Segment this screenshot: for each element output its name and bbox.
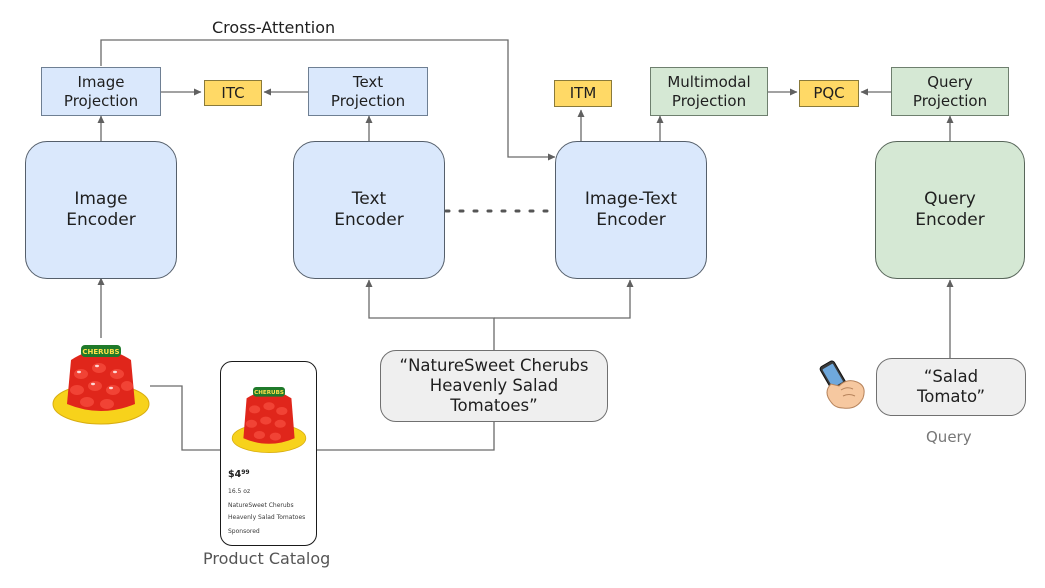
hand-phone-icon — [819, 360, 865, 409]
itm-loss: ITM — [554, 80, 612, 107]
product-text-input: “NatureSweet Cherubs Heavenly Salad Toma… — [380, 350, 608, 422]
product-price: $499 — [228, 469, 250, 480]
text-encoder: Text Encoder — [293, 141, 445, 279]
itc-loss: ITC — [204, 80, 262, 106]
cross-attention-label: Cross-Attention — [212, 18, 336, 37]
svg-text:CHERUBS: CHERUBS — [254, 390, 284, 396]
image-text-encoder: Image-Text Encoder — [555, 141, 707, 279]
card-to-text-line — [317, 422, 495, 451]
tomato-package-icon: CHERUBS — [52, 345, 150, 425]
product-to-card-line — [150, 385, 220, 451]
product-sponsored: Sponsored — [228, 528, 260, 535]
query-text-input: “Salad Tomato” — [876, 358, 1026, 416]
query-projection: Query Projection — [891, 67, 1009, 116]
pqc-loss: PQC — [799, 80, 859, 107]
image-encoder: Image Encoder — [25, 141, 177, 279]
product-size: 16.5 oz — [228, 488, 251, 495]
svg-text:CHERUBS: CHERUBS — [82, 348, 119, 356]
arrow-text-to-encoders — [365, 279, 495, 351]
product-card-image: CHERUBS — [231, 387, 307, 453]
image-projection: Image Projection — [41, 67, 161, 116]
product-name-line1: NatureSweet Cherubs — [228, 502, 294, 509]
cross-attention-arrow — [100, 39, 556, 161]
product-card: CHERUBS $499 16.5 oz NatureSweet Cherubs… — [220, 361, 317, 546]
product-name-line2: Heavenly Salad Tomatoes — [228, 514, 306, 521]
multimodal-projection: Multimodal Projection — [650, 67, 768, 116]
query-label: Query — [926, 428, 972, 446]
text-projection: Text Projection — [308, 67, 428, 116]
query-encoder: Query Encoder — [875, 141, 1025, 279]
product-catalog-label: Product Catalog — [203, 549, 331, 568]
